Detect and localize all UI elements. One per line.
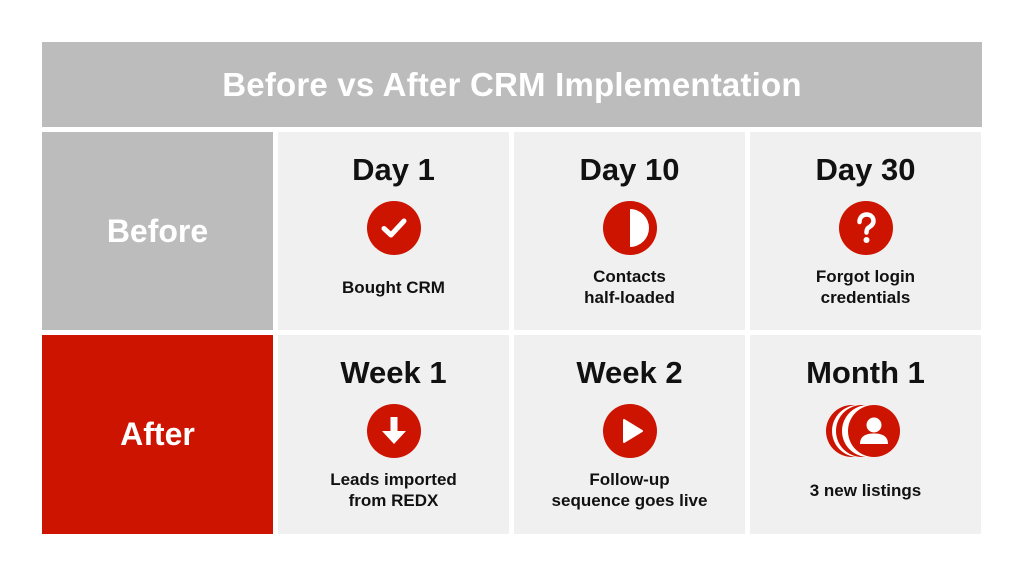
before-cell-day-30: Day 30 Forgot login credentials: [750, 132, 981, 330]
play-circle-icon: [602, 403, 658, 459]
cell-title: Day 10: [579, 152, 680, 187]
cell-title: Month 1: [806, 355, 925, 390]
cell-description: 3 new listings: [809, 480, 922, 500]
cell-description: Forgot login credentials: [815, 267, 916, 307]
row-label-after-text: After: [120, 416, 195, 452]
check-circle-icon: [366, 200, 422, 256]
question-circle-icon: [838, 200, 894, 256]
row-label-before-text: Before: [106, 212, 209, 249]
cell-title: Week 1: [340, 355, 447, 390]
before-cell-day-1: Day 1 Bought CRM: [278, 132, 509, 330]
cell-title: Day 30: [815, 152, 916, 187]
page-title: Before vs After CRM Implementation: [222, 65, 802, 103]
row-label-after: After: [42, 335, 273, 534]
cell-description: Contacts half-loaded: [584, 267, 675, 307]
before-cell-day-10: Day 10 Contacts half-loaded: [514, 132, 745, 330]
cell-description: Follow-up sequence goes live: [551, 470, 708, 510]
download-arrow-icon: [366, 403, 422, 459]
cell-description: Leads imported from REDX: [330, 470, 457, 510]
title-bar: Before vs After CRM Implementation: [42, 42, 982, 127]
users-stack-icon: [824, 403, 908, 459]
cell-description: Bought CRM: [342, 277, 445, 297]
row-label-before: Before: [42, 132, 273, 330]
after-cell-month-1: Month 1 3 new listings: [750, 335, 981, 534]
half-circle-icon: [602, 200, 658, 256]
after-cell-week-1: Week 1 Leads imported from REDX: [278, 335, 509, 534]
comparison-board: Before vs After CRM Implementation Befor…: [42, 42, 982, 534]
after-cell-week-2: Week 2 Follow-up sequence goes live: [514, 335, 745, 534]
cell-title: Day 1: [352, 152, 435, 187]
cell-title: Week 2: [576, 355, 683, 390]
